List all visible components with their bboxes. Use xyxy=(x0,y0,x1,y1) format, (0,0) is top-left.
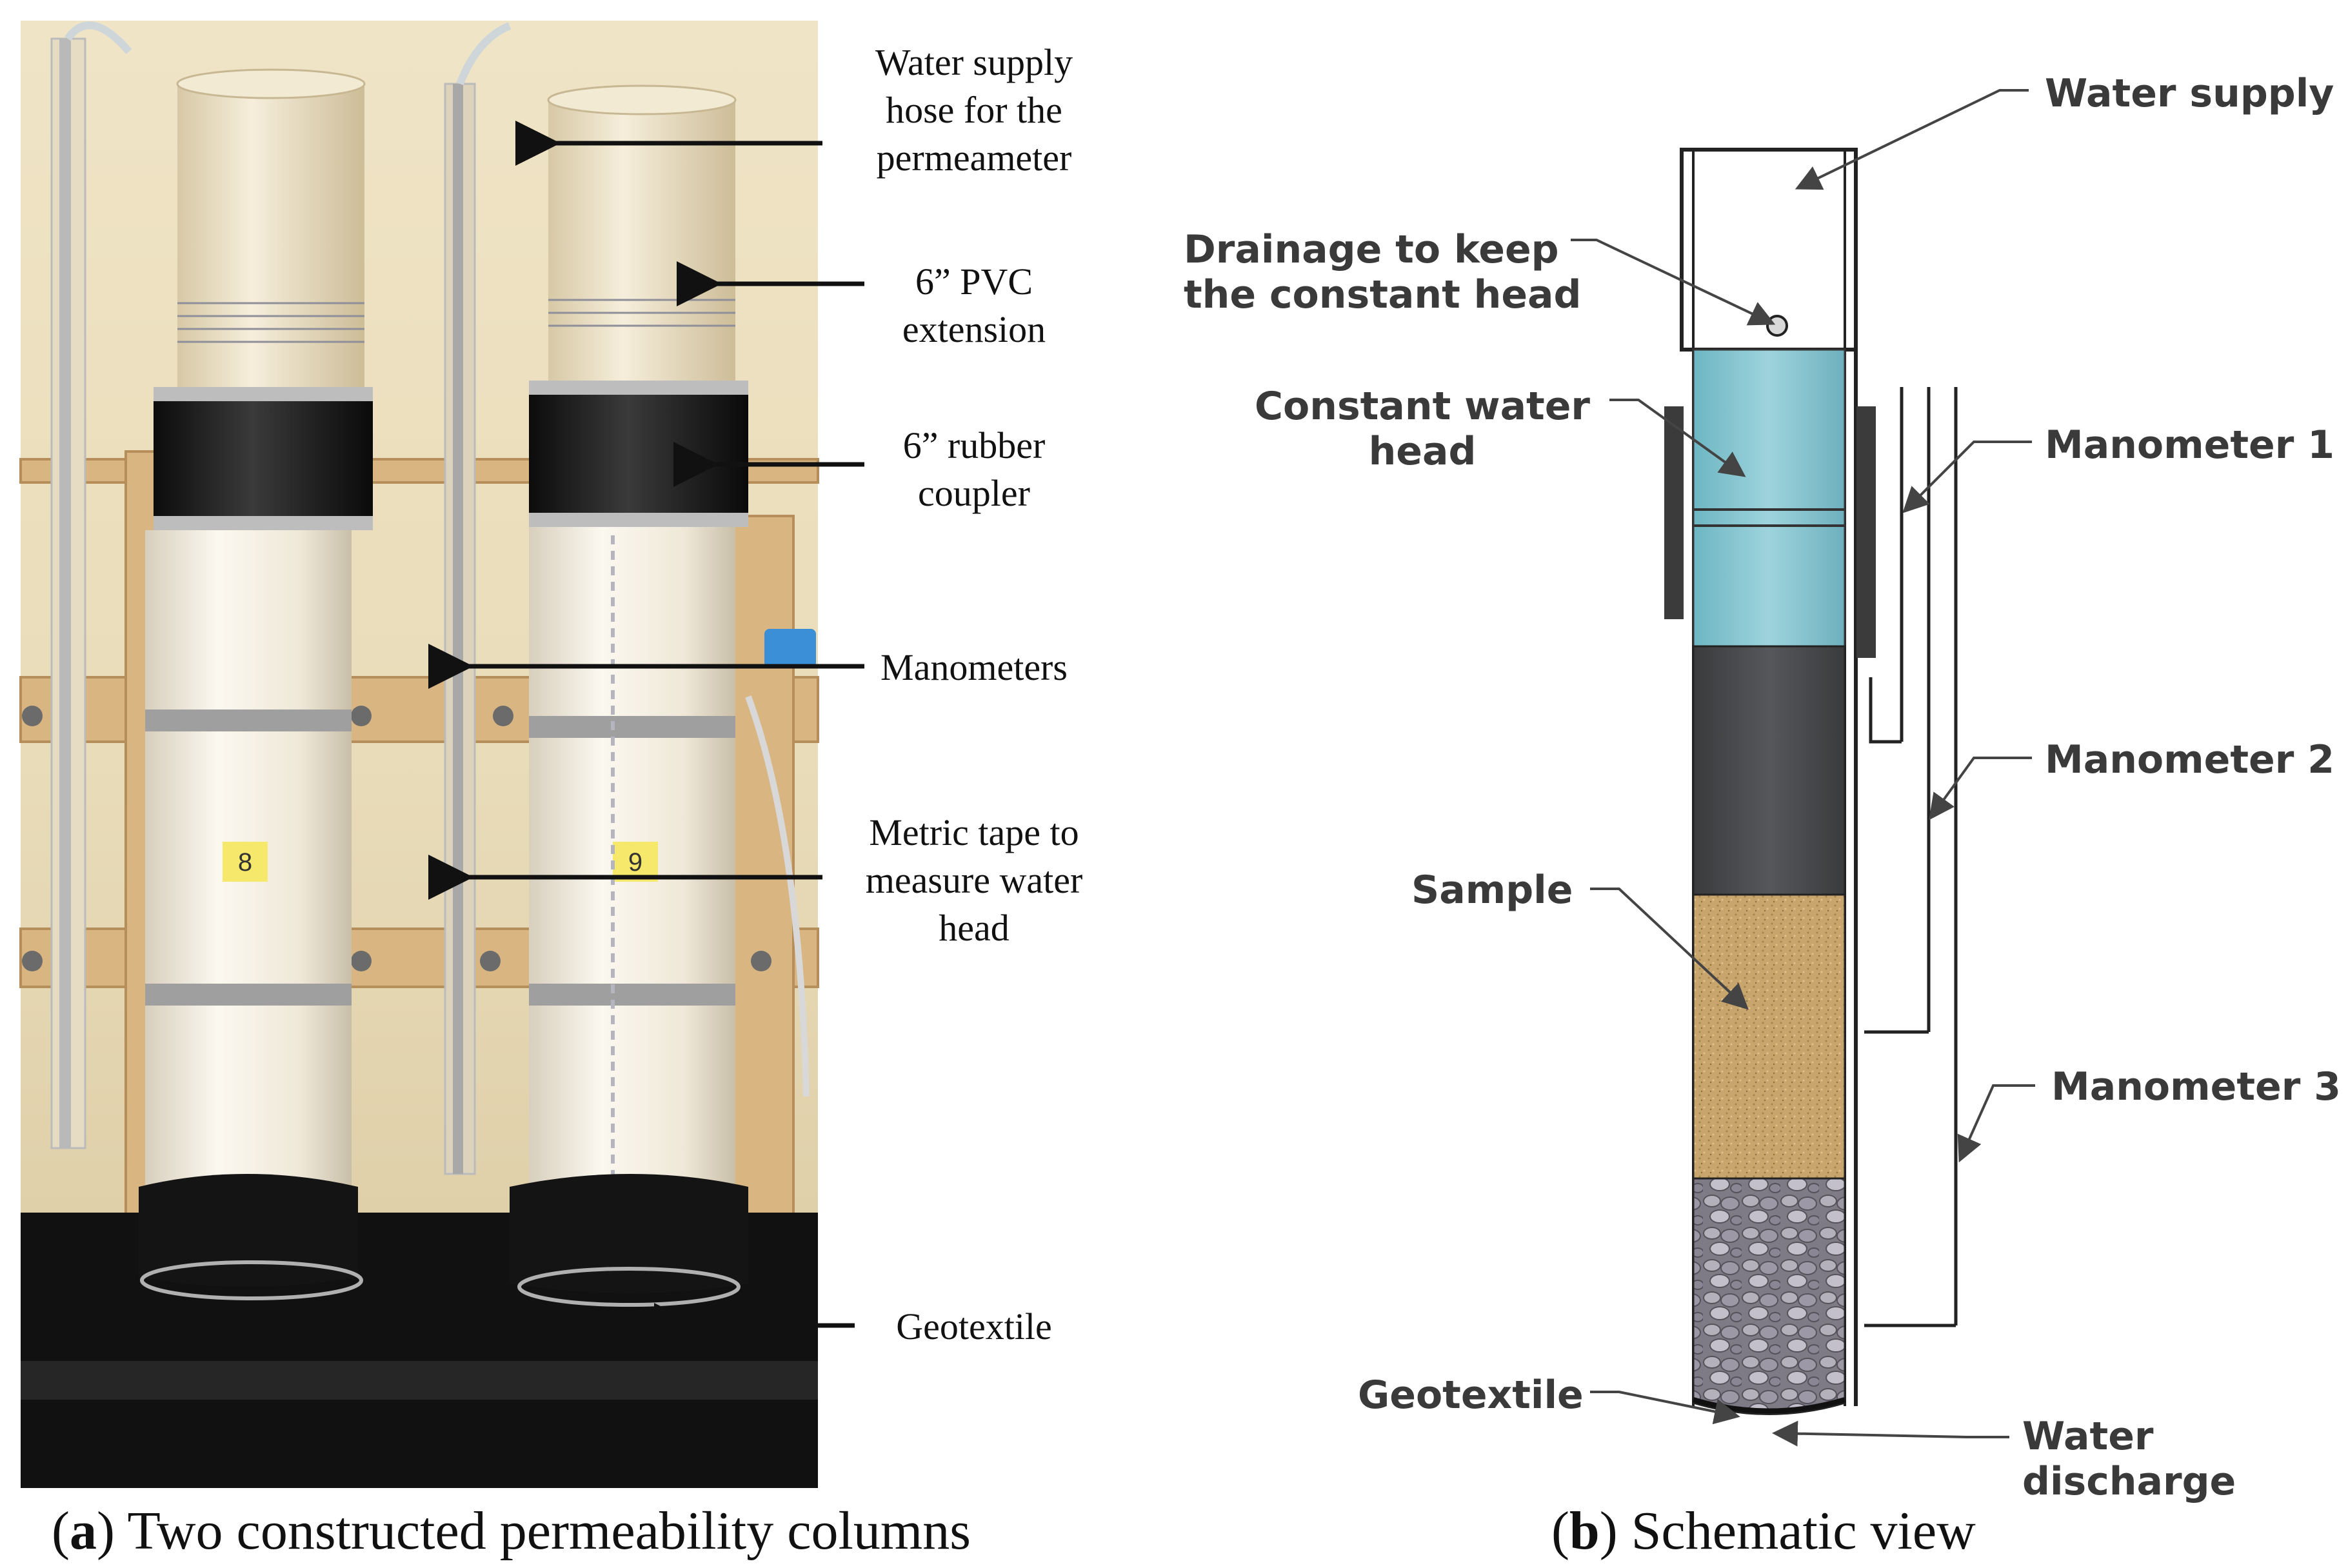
leader-drainage xyxy=(1571,239,1776,326)
column-1: 8 xyxy=(139,68,373,1300)
label-water-supply: Water supply xyxy=(2045,71,2334,116)
drainage-nipple xyxy=(1766,315,1788,337)
leader-constant-head xyxy=(1609,399,1746,477)
label-pvc-extension: 6” PVC extension xyxy=(902,261,1046,350)
label-geotextile-b: Geotextile xyxy=(1358,1373,1584,1418)
label-manometers: Manometers xyxy=(880,646,1068,688)
label-water-discharge: Water discharge xyxy=(2022,1414,2236,1504)
left-manometer xyxy=(50,21,132,1149)
middle-manometer xyxy=(444,22,512,1175)
column-label-9: 9 xyxy=(628,848,642,877)
water-zone xyxy=(1692,348,1846,648)
column-2: 9 xyxy=(510,84,748,1307)
coupler-section xyxy=(1692,645,1846,896)
label-rubber-coupler: 6” rubber coupler xyxy=(902,424,1046,514)
geotextile-layer xyxy=(1692,1397,1846,1414)
leader-sample xyxy=(1590,888,1749,1010)
label-geotextile: Geotextile xyxy=(896,1305,1052,1347)
label-water-supply-hose: Water supply hose for the permeameter xyxy=(875,41,1073,179)
leader-manometer-1 xyxy=(1902,441,2032,513)
leader-manometer-3 xyxy=(1957,1084,2035,1163)
caption-b: (b) Schematic view xyxy=(1551,1501,1976,1561)
manometer-tubes xyxy=(1864,387,1958,1327)
leader-geotextile xyxy=(1590,1391,1740,1425)
leader-water-discharge xyxy=(1772,1420,2009,1447)
coupler-clamp-left xyxy=(1664,406,1684,619)
leader-manometer-2 xyxy=(1929,757,2032,820)
caption-a: (a) Two constructed permeability columns xyxy=(52,1501,971,1561)
label-manometer-1: Manometer 1 xyxy=(2045,422,2334,468)
label-drainage: Drainage to keep the constant head xyxy=(1184,227,1582,317)
gravel-section xyxy=(1692,1177,1846,1415)
digital-timer xyxy=(764,629,816,668)
sample-section xyxy=(1692,893,1846,1180)
label-constant-head: Constant water head xyxy=(1255,384,1591,474)
bolts xyxy=(22,706,771,971)
label-manometer-3: Manometer 3 xyxy=(2051,1064,2341,1109)
label-manometer-2: Manometer 2 xyxy=(2045,737,2334,782)
label-sample: Sample xyxy=(1411,868,1573,913)
leader-water-supply xyxy=(1795,89,2029,190)
label-metric-tape: Metric tape to measure water head xyxy=(865,811,1083,949)
column-label-8: 8 xyxy=(238,848,252,877)
coupler-clamp-right xyxy=(1856,406,1876,658)
